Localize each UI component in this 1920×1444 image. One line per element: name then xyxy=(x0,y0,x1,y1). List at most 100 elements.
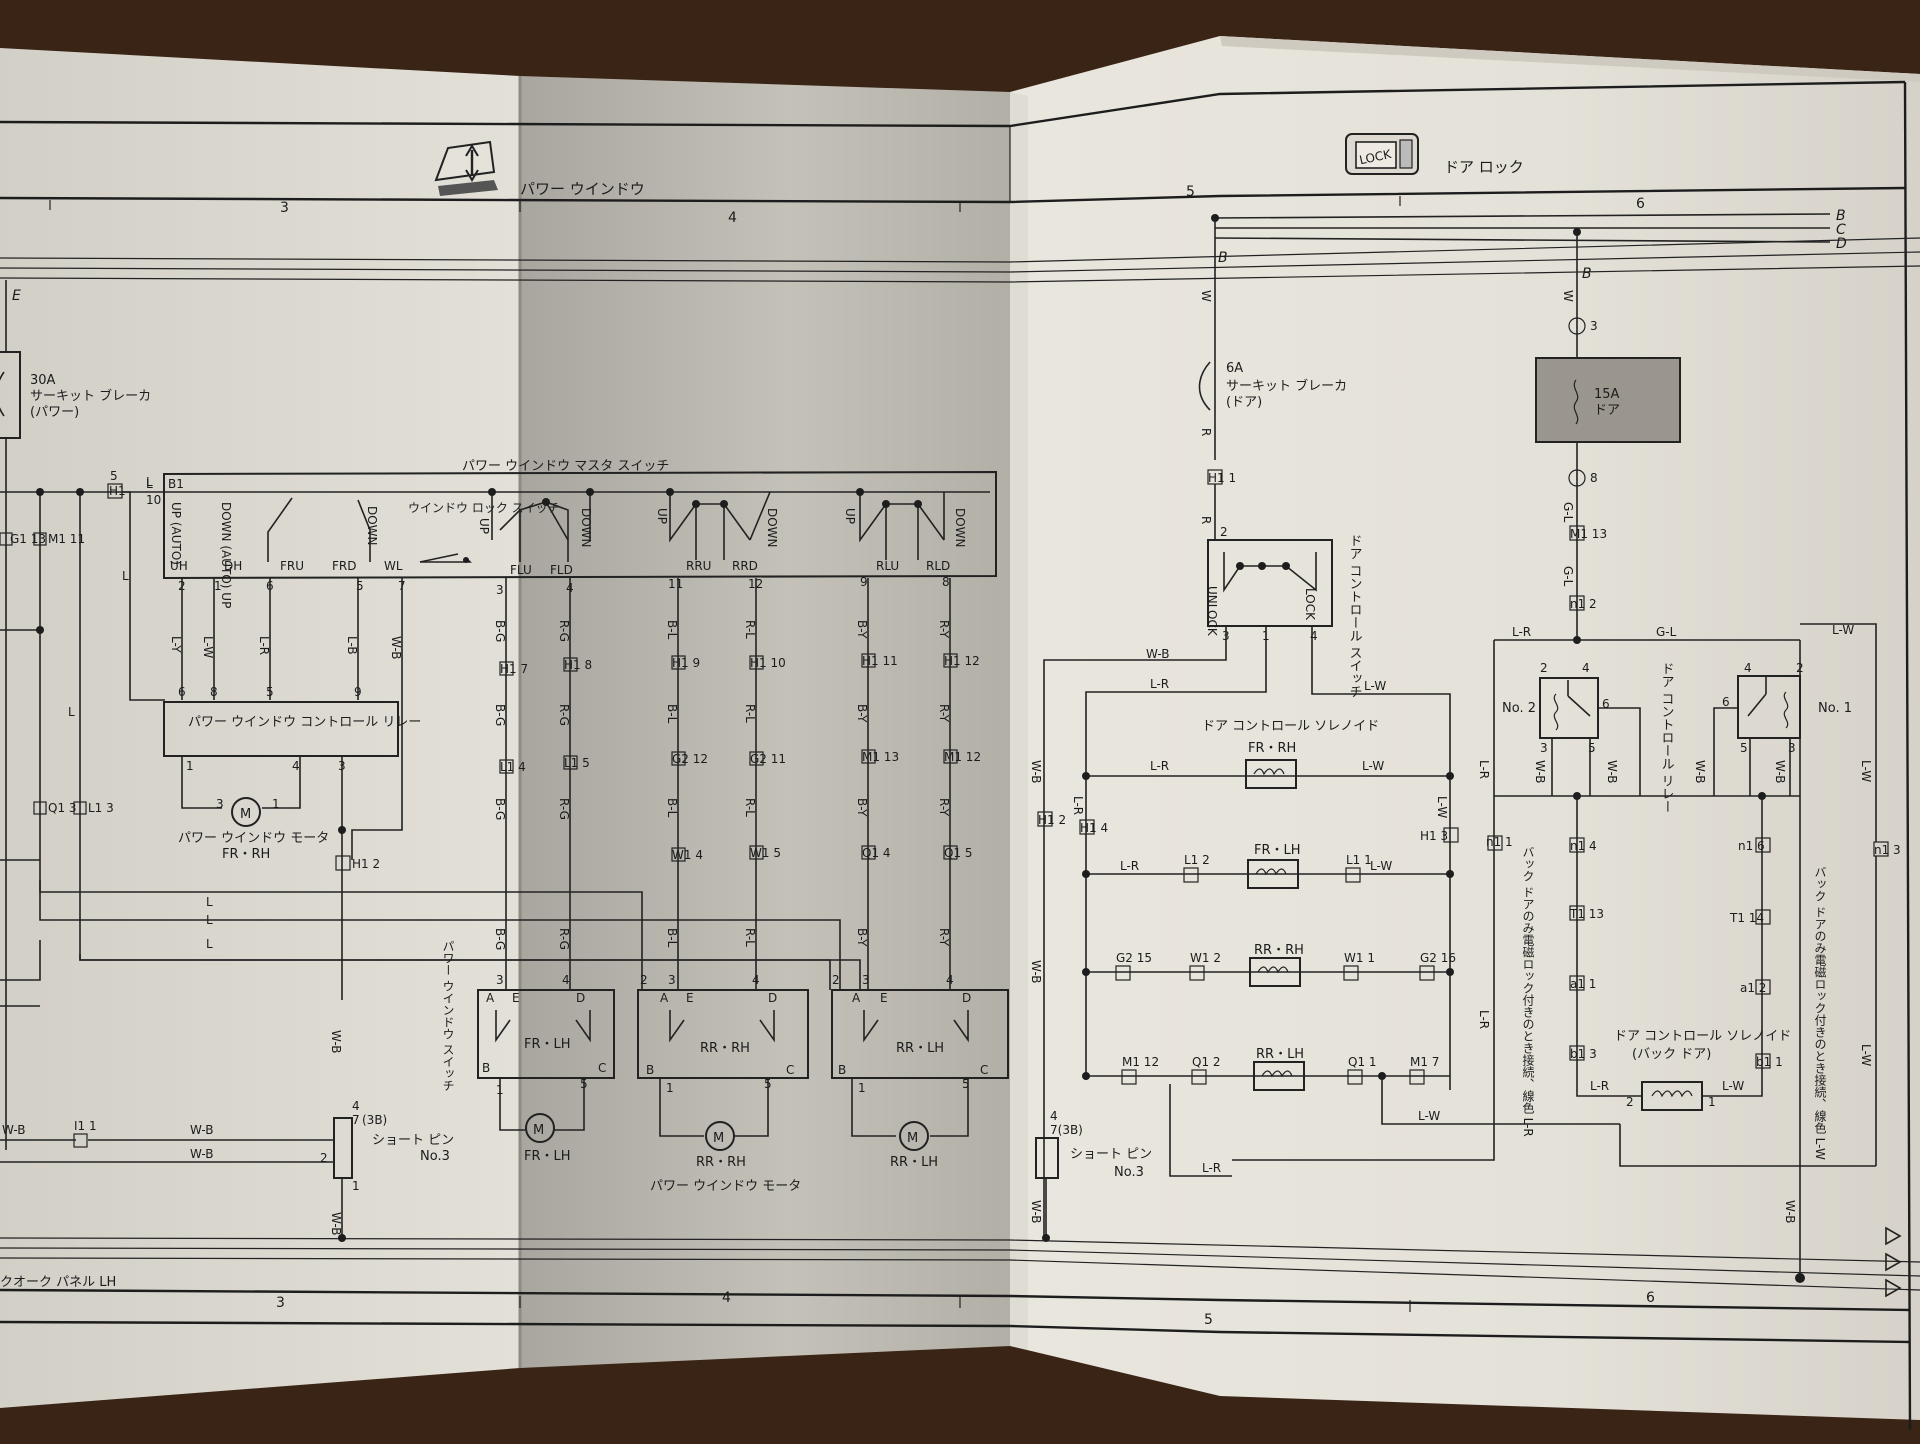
window-switch-fr-lh: FR・LH 3 A E D 4 B C 1 5 xyxy=(477,973,615,1131)
wc-lr-low: L-R xyxy=(1202,1161,1221,1175)
sol-fr-lh: FR・LH xyxy=(1254,843,1301,858)
left-circuit-breaker: 30A サーキット ブレーカ (パワー) xyxy=(0,280,151,439)
door-breaker-name: サーキット ブレーカ xyxy=(1226,378,1347,394)
sw-label-down-1: DOWN xyxy=(365,506,379,546)
relay-pin-top-8: 8 xyxy=(210,685,218,699)
wc-lw-relay: L-W xyxy=(1832,623,1854,637)
dcs-pin-4: 4 xyxy=(1310,629,1318,643)
h1-11: H1 11 xyxy=(862,654,898,668)
wc-wb-r1: W-B xyxy=(1146,647,1170,661)
left-breaker-sub: (パワー) xyxy=(30,405,79,420)
door-conn-w1-1: W1 1 xyxy=(1344,951,1375,965)
sw-label-up-3: UP xyxy=(655,508,669,524)
wc-gl-2: G-L xyxy=(1561,566,1575,587)
wc-w-1: W xyxy=(1199,290,1213,302)
wc-lw-v3: L-W xyxy=(1859,1044,1873,1066)
pin-rlu: 9 xyxy=(860,575,868,589)
wc-by-4: B-Y xyxy=(855,928,869,947)
wc-lr-s1: L-R xyxy=(1150,759,1169,773)
row2-connectors: L1 4 L1 5 G2 12 G2 11 M1 13 M1 12 xyxy=(499,749,981,774)
g2-12: G2 12 xyxy=(672,752,708,766)
sp-right-name: ショート ピン xyxy=(1070,1147,1152,1162)
wb-left-2: W-B xyxy=(190,1123,214,1137)
h1-connectors: H1 7 H1 8 H1 9 H1 10 H1 11 H1 12 xyxy=(499,653,980,676)
q1-4: Q1 4 xyxy=(862,846,891,860)
sp-left-pin-1: 1 xyxy=(352,1179,360,1193)
sw1-pin-4: 4 xyxy=(562,973,570,987)
wc-ry-4: R-Y xyxy=(937,928,951,947)
back-door-solenoid-name: ドア コントロール ソレノイド xyxy=(1614,1029,1791,1044)
sw2-pin-b: B xyxy=(646,1063,654,1077)
door-conn-h1-3: H1 3 xyxy=(1420,829,1448,843)
h1-7: H1 7 xyxy=(500,662,528,676)
sw-label-down-auto-up: DOWN (AUTO) UP xyxy=(219,502,233,608)
wc-wb-rel1: W-B xyxy=(1533,760,1547,784)
fuse-box xyxy=(1535,357,1681,443)
wc-wb-rel3: W-B xyxy=(1693,760,1707,784)
h1-8: H1 8 xyxy=(564,658,592,672)
sw1-pin-d: D xyxy=(576,991,585,1005)
master-switch-contacts xyxy=(267,488,945,563)
term-rrd: RRD xyxy=(732,559,758,573)
door-conn-n1-6: n1 6 xyxy=(1738,839,1765,853)
master-input-wire: L xyxy=(146,477,153,491)
relay-pin-top-5: 5 xyxy=(266,685,274,699)
sw-label-down-4: DOWN xyxy=(953,508,967,548)
wc-wb-1: W-B xyxy=(389,636,403,660)
middle-wires: B-G R-G B-L R-L B-Y R-Y H1 7 H1 8 H1 9 H… xyxy=(39,578,981,990)
wc-lr-relay: L-R xyxy=(1512,625,1531,639)
grid-top-5: 5 xyxy=(1186,184,1195,200)
bd-pin-2: 2 xyxy=(1626,1095,1634,1109)
lock-icon-text: LOCK xyxy=(1358,147,1393,168)
sp-left-name: ショート ピン xyxy=(372,1133,454,1148)
wc-wb-sp: W-B xyxy=(1029,1200,1043,1224)
fuse-name: ドア xyxy=(1594,403,1620,418)
door-control-switch: 2 UNLOCK LOCK 3 1 4 ドア コントロール スイッチ W-B L… xyxy=(1029,525,1451,1238)
door-conn-h1-1: H1 1 xyxy=(1208,471,1236,485)
q1-5: Q1 5 xyxy=(944,846,973,860)
right-rails: B C D E B B xyxy=(12,208,1847,304)
relay1-pin-3: 3 xyxy=(1788,741,1796,755)
wc-lb: L-B xyxy=(345,636,359,655)
wire-L-5: L xyxy=(122,569,129,583)
sw3-pin-d: D xyxy=(962,991,971,1005)
door-conn-b1-3: b1 3 xyxy=(1570,1047,1597,1061)
left-breaker-name: サーキット ブレーカ xyxy=(30,388,151,404)
door-conn-a1-2: a1 2 xyxy=(1740,981,1766,995)
master-switch-title: パワー ウインドウ マスタ スイッチ xyxy=(462,459,669,474)
window-switch-label: パワー ウインドウ スイッチ xyxy=(441,940,455,1092)
door-relays: L-R G-L L-W No. 2 2 4 6 3 5 No. 1 4 2 6 … xyxy=(1493,623,1854,1230)
g2-11: G2 11 xyxy=(750,752,786,766)
relay-no1: No. 1 xyxy=(1818,701,1852,716)
motor-rr-lh-name: RR・LH xyxy=(890,1155,938,1170)
wc-lr-bd: L-R xyxy=(1477,760,1491,779)
door-conn-t1-13: T1 13 xyxy=(1569,907,1604,921)
master-input-conn: H1 xyxy=(109,484,126,498)
h1-9: H1 9 xyxy=(672,656,700,670)
window-lock-switch-label: ウインドウ ロック スイッチ xyxy=(408,501,560,515)
dcs-name: ドア コントロール スイッチ xyxy=(1347,534,1362,699)
note-left: バック ドアのみ電磁ロック付きのとき接続、線色 L-R xyxy=(1521,846,1535,1137)
wc-bg-3: B-G xyxy=(493,798,507,820)
wc-by-2: B-Y xyxy=(855,704,869,723)
motor-fr-lh-symbol: M xyxy=(533,1123,544,1138)
motor-rr-rh-symbol: M xyxy=(713,1131,724,1146)
grid-bottom-6: 6 xyxy=(1646,1290,1655,1306)
back-door-wiring: L-R L-R n1 1 n1 4 n1 6 T1 13 T1 14 a1 1 … xyxy=(1232,623,1902,1298)
term-rld: RLD xyxy=(926,559,950,573)
sol-rr-lh: RR・LH xyxy=(1256,1047,1304,1062)
pin-flu: 3 xyxy=(496,583,504,597)
grid-bottom-3: 3 xyxy=(276,1295,285,1311)
wire-L-4: L xyxy=(68,705,75,719)
wc-lr: L-R xyxy=(257,636,271,655)
term-fru: FRU xyxy=(280,559,304,573)
term-wl: WL xyxy=(384,559,403,573)
sw1-pin-c: C xyxy=(598,1061,606,1075)
relay-pin-b-3: 3 xyxy=(338,759,346,773)
grid-top-3: 3 xyxy=(280,200,289,216)
sw1-pin-3: 3 xyxy=(496,973,504,987)
door-solenoid-title: ドア コントロール ソレノイド xyxy=(1202,719,1379,734)
sp-left-sub: No.3 xyxy=(420,1149,450,1164)
sol-fr-rh: FR・RH xyxy=(1248,741,1296,756)
